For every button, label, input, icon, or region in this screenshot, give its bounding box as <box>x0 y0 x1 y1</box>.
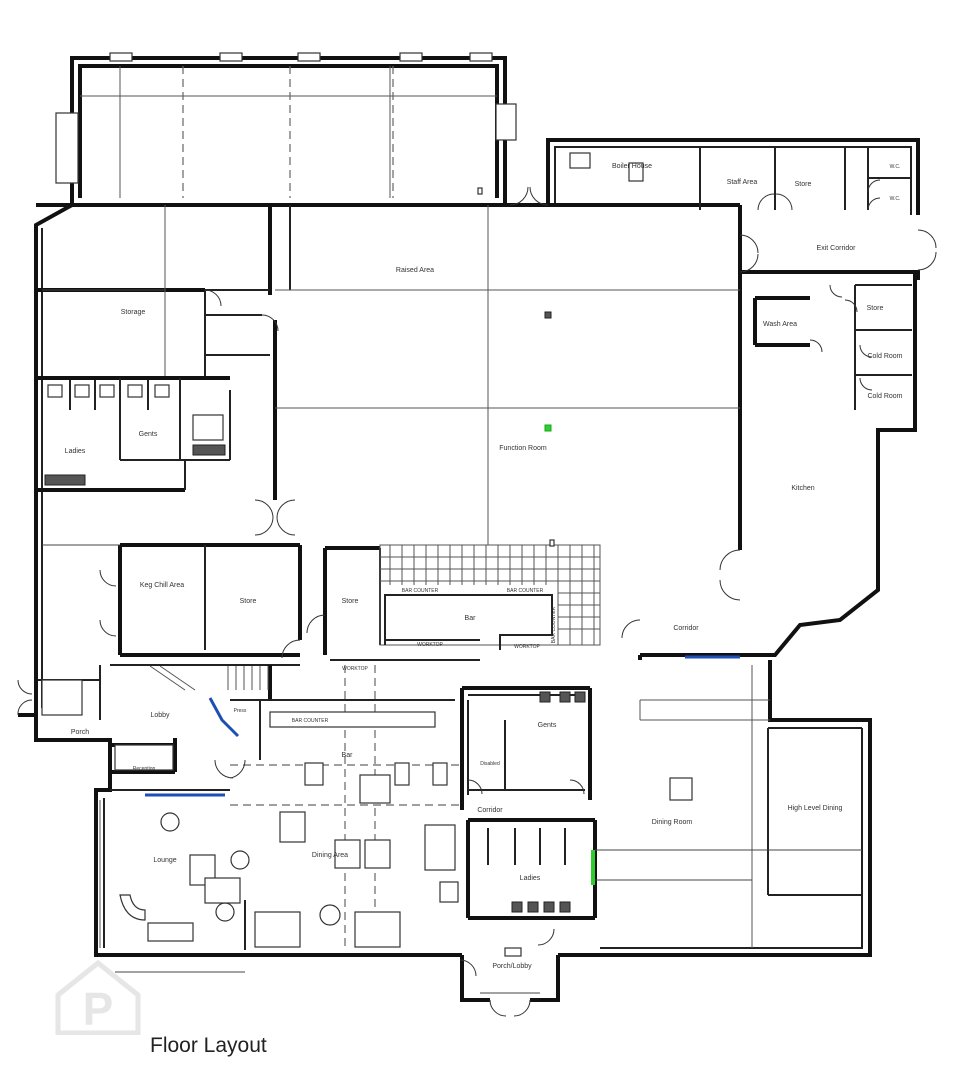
room-gents-left: Gents <box>139 431 158 438</box>
room-lobby: Lobby <box>150 712 170 719</box>
label-worktop-3: WORKTOP <box>342 666 368 672</box>
blue-marker <box>208 697 240 738</box>
room-function-room: Function Room <box>499 445 547 452</box>
label-worktop-2: WORKTOP <box>514 644 540 650</box>
room-bar-upper: Bar <box>465 615 477 622</box>
room-staff-area: Staff Area <box>727 179 758 186</box>
room-dining-area: Dining Area <box>312 852 348 859</box>
room-dining-room: Dining Room <box>652 819 693 826</box>
room-store-right: Store <box>867 305 884 312</box>
label-bar-counter-3: BAR COUNTER <box>292 718 329 724</box>
room-labels: Boiler House Staff Area Store W.C. W.C. … <box>65 163 903 970</box>
fixtures <box>41 152 693 957</box>
small-markers <box>477 187 555 547</box>
room-kitchen: Kitchen <box>791 485 814 492</box>
room-ladies-right: Ladies <box>520 875 541 882</box>
room-exit-corridor: Exit Corridor <box>817 245 857 252</box>
room-keg-chill-area: Keg Chill Area <box>140 582 184 589</box>
room-porch: Porch <box>71 729 89 736</box>
room-storage: Storage <box>121 309 146 316</box>
room-porch-lobby: Porch/Lobby <box>492 963 532 970</box>
room-wc-1: W.C. <box>890 164 901 170</box>
room-reception: Reception <box>133 766 156 772</box>
property-pal-logo-icon: P <box>55 959 141 1035</box>
svg-text:P: P <box>83 983 114 1035</box>
room-cold-room-1: Cold Room <box>867 353 902 360</box>
counter-labels: BAR COUNTER BAR COUNTER BAR COUNTER WORK… <box>292 588 557 724</box>
top-hall <box>55 52 517 198</box>
internal-walls <box>36 147 912 950</box>
label-bar-counter-2: BAR COUNTER <box>507 588 544 594</box>
room-corridor-right: Corridor <box>673 625 699 632</box>
room-cold-room-2: Cold Room <box>867 393 902 400</box>
room-lounge: Lounge <box>153 857 176 864</box>
room-ladies-left: Ladies <box>65 448 86 455</box>
room-corridor-mid: Corridor <box>477 807 503 814</box>
room-press: Press <box>234 708 247 714</box>
room-store-mid: Store <box>240 598 257 605</box>
room-wash-area: Wash Area <box>763 321 797 328</box>
tiled-floor <box>330 544 601 661</box>
label-bar-counter-side: BAR COUNTER <box>551 606 557 643</box>
room-bar-lower: Bar <box>342 752 354 759</box>
room-gents-right: Gents <box>538 722 557 729</box>
label-worktop-1: WORKTOP <box>417 642 443 648</box>
floor-layout-caption: Floor Layout <box>150 1034 267 1057</box>
room-store-top: Store <box>795 181 812 188</box>
stairs <box>149 665 269 691</box>
room-high-level-dining: High Level Dining <box>788 805 843 812</box>
room-raised-area: Raised Area <box>396 267 434 274</box>
dimension-lines <box>42 289 862 994</box>
doors <box>17 179 937 1017</box>
room-wc-2: W.C. <box>890 196 901 202</box>
room-store-bar: Store <box>342 598 359 605</box>
room-disabled: Disabled <box>480 761 500 767</box>
label-bar-counter-1: BAR COUNTER <box>402 588 439 594</box>
room-boiler-house: Boiler House <box>612 163 652 170</box>
